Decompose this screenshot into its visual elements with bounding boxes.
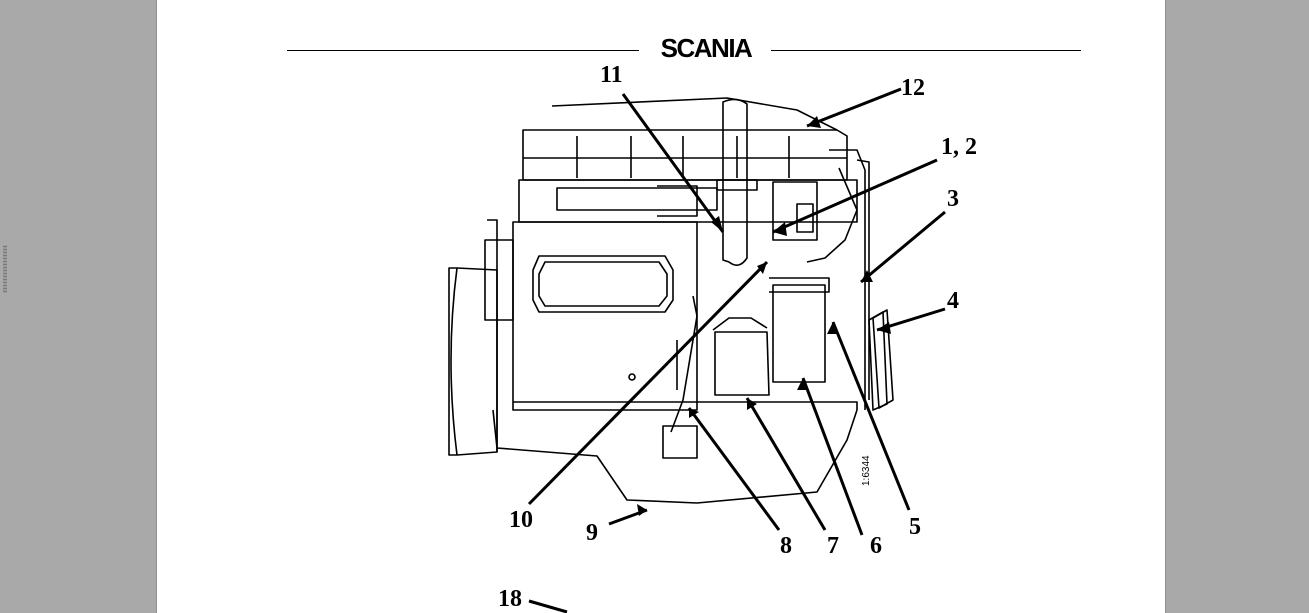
callout-7: 7 bbox=[827, 533, 839, 559]
callout-1-2: 1, 2 bbox=[941, 134, 977, 160]
panel-resize-handle[interactable] bbox=[3, 245, 7, 293]
header-rule-right bbox=[771, 50, 1081, 51]
callout-10: 10 bbox=[509, 507, 533, 533]
callout-11: 11 bbox=[600, 62, 623, 88]
viewer-left-gutter bbox=[0, 0, 156, 613]
callout-3: 3 bbox=[947, 186, 959, 212]
viewer-right-gutter bbox=[1166, 0, 1309, 613]
figure-code: 1:6344 bbox=[861, 455, 872, 486]
intake-pipe bbox=[722, 98, 748, 266]
callout-18: 18 bbox=[498, 586, 522, 612]
callout-5: 5 bbox=[909, 514, 921, 540]
flywheel-housing bbox=[448, 267, 498, 456]
header-rule-left bbox=[287, 50, 639, 51]
callout-6: 6 bbox=[870, 533, 882, 559]
oil-filter bbox=[714, 331, 770, 396]
callout-12: 12 bbox=[901, 75, 925, 101]
callout-8: 8 bbox=[780, 533, 792, 559]
oil-pan bbox=[492, 409, 858, 504]
document-page: SCANIA bbox=[156, 0, 1166, 613]
callout-9: 9 bbox=[586, 520, 598, 546]
brand-logo-text: SCANIA bbox=[661, 33, 753, 62]
brand-logo: SCANIA bbox=[661, 33, 755, 62]
engine-block bbox=[512, 221, 698, 411]
callout-4: 4 bbox=[947, 288, 959, 314]
engine-illustration: 11 12 1, 2 3 4 5 6 7 8 9 10 18 1:6344 bbox=[448, 62, 977, 613]
